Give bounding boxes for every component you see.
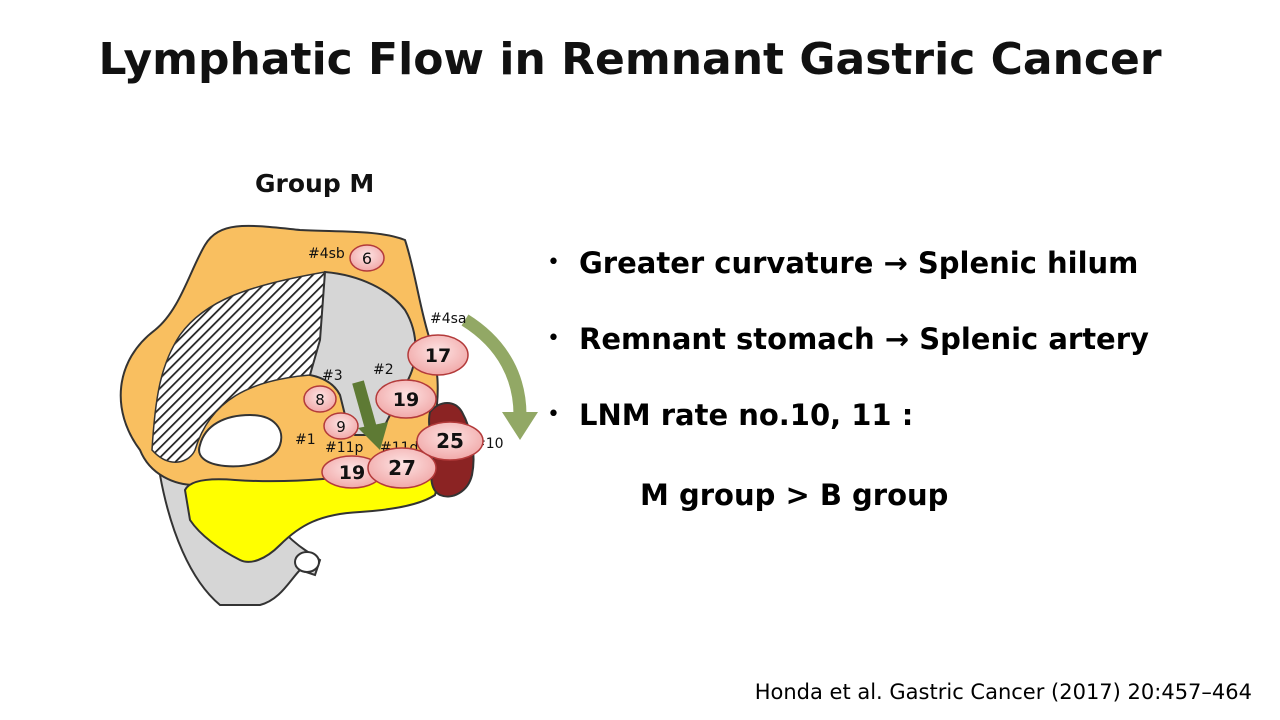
pancreas-shape	[183, 466, 442, 563]
node-2: 19	[375, 379, 437, 419]
station-label-4sb: #4sb	[308, 246, 345, 262]
flow-arrow-remnant	[352, 380, 378, 434]
node-4sa: 17	[407, 334, 469, 376]
bullet-text-1: Greater curvature → Splenic hilum	[579, 246, 1139, 280]
citation: Honda et al. Gastric Cancer (2017) 20:45…	[754, 680, 1252, 704]
node-value-4sb: 6	[362, 249, 372, 268]
station-label-2: #2	[373, 362, 394, 378]
station-label-1: #1	[295, 432, 316, 448]
bullet-subline: M group > B group	[640, 478, 949, 512]
bullet-dot-icon: •	[547, 250, 560, 275]
node-1: 9	[323, 412, 359, 440]
node-value-1: 9	[336, 418, 346, 436]
duodenum-opening	[294, 551, 320, 573]
flow-arrow-head-right	[502, 412, 538, 440]
node-10: 25	[416, 421, 484, 461]
bullet-list: • Greater curvature → Splenic hilum • Re…	[545, 244, 1245, 472]
node-3: 8	[303, 385, 337, 413]
bullet-item-2: • Remnant stomach → Splenic artery	[545, 320, 1245, 358]
node-4sb: 6	[349, 244, 385, 272]
station-label-11p: #11p	[325, 440, 364, 456]
node-value-3: 8	[315, 391, 325, 409]
bullet-item-1: • Greater curvature → Splenic hilum	[545, 244, 1245, 282]
node-value-4sa: 17	[425, 345, 451, 367]
group-m-diagram: Group M #4sb #4sa #3 #2 #1 #11p #11d #10	[100, 150, 540, 620]
slide-title: Lymphatic Flow in Remnant Gastric Cancer	[98, 34, 1162, 85]
flow-arrow-greater-curvature	[461, 314, 527, 416]
node-11p: 19	[321, 455, 383, 489]
node-value-11d: 27	[388, 456, 416, 480]
bullet-item-3: • LNM rate no.10, 11 :	[545, 396, 1245, 434]
flow-arrow-head-down	[358, 422, 388, 450]
bullet-dot-icon: •	[547, 402, 560, 427]
stomach-inner-opening	[198, 413, 283, 468]
bullet-dot-icon: •	[547, 326, 560, 351]
bullet-text-3: LNM rate no.10, 11 :	[579, 398, 914, 432]
node-value-2: 19	[393, 389, 419, 411]
node-value-11p: 19	[339, 462, 365, 484]
lymph-node-diagram-svg: Group M #4sb #4sa #3 #2 #1 #11p #11d #10	[119, 169, 538, 606]
bullet-text-2: Remnant stomach → Splenic artery	[579, 322, 1149, 356]
node-11d: 27	[367, 447, 437, 489]
diagram-title: Group M	[255, 169, 374, 198]
station-label-3: #3	[322, 368, 343, 384]
station-label-4sa: #4sa	[430, 311, 467, 327]
node-value-10: 25	[436, 429, 464, 453]
